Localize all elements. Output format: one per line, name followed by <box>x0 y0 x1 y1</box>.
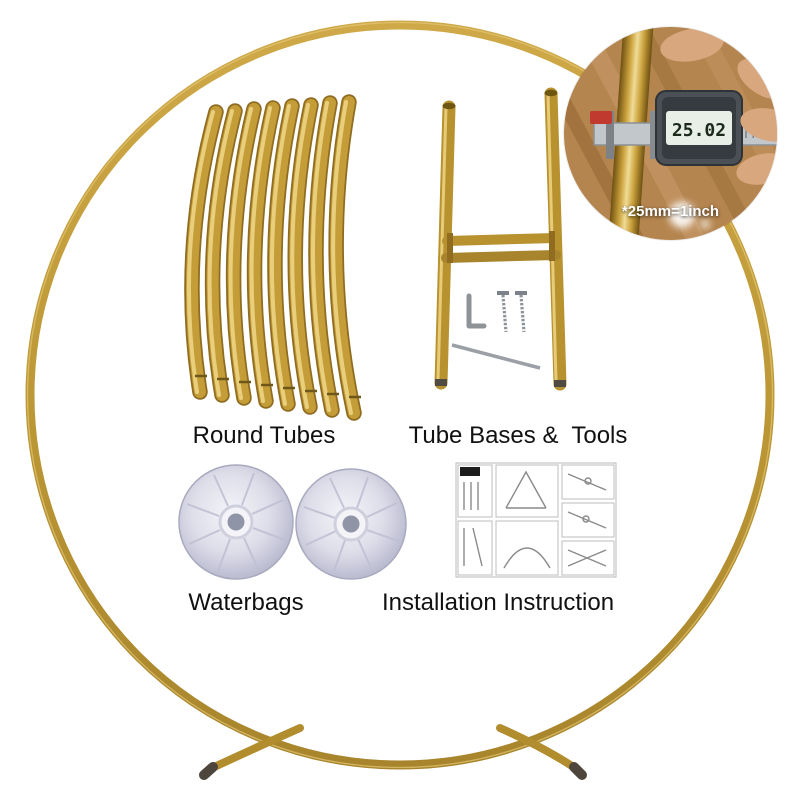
tools-graphic <box>451 291 541 370</box>
screw <box>497 291 509 333</box>
waterbag-left <box>178 464 294 580</box>
label-installation-instruction: Installation Instruction <box>381 589 615 616</box>
caliper-jaw <box>606 111 614 159</box>
thin-rod <box>451 343 541 370</box>
sheet-header-block <box>460 467 480 476</box>
tube-base-graphic <box>434 87 567 391</box>
caliper-reading: 25.02 <box>672 120 726 141</box>
leg-foot-right <box>569 762 587 780</box>
ring-leg-left <box>208 724 304 772</box>
hand <box>660 28 777 185</box>
tube-connectors <box>195 374 361 399</box>
measurement-note: *25mm=1inch <box>621 203 720 220</box>
leg-foot-left <box>199 762 218 780</box>
ring-leg-right <box>496 724 579 772</box>
caliper-jaw <box>650 111 658 159</box>
caliper-red-label <box>590 111 612 124</box>
light-glare <box>669 202 695 228</box>
screw <box>515 291 527 333</box>
allen-wrench <box>466 293 487 329</box>
caliper-lcd <box>666 111 732 145</box>
round-tubes-graphic <box>184 94 362 421</box>
waterbag-right <box>295 468 407 580</box>
caliper: 25.02 <box>590 90 777 166</box>
instruction-sheet <box>455 462 617 578</box>
label-waterbags: Waterbags <box>188 589 304 616</box>
label-tube-bases-tools: Tube Bases & Tools <box>408 422 628 449</box>
inset-photo: 25.02 *25mm=1inch <box>564 27 777 240</box>
label-round-tubes: Round Tubes <box>192 422 336 449</box>
main-ring <box>25 20 775 780</box>
